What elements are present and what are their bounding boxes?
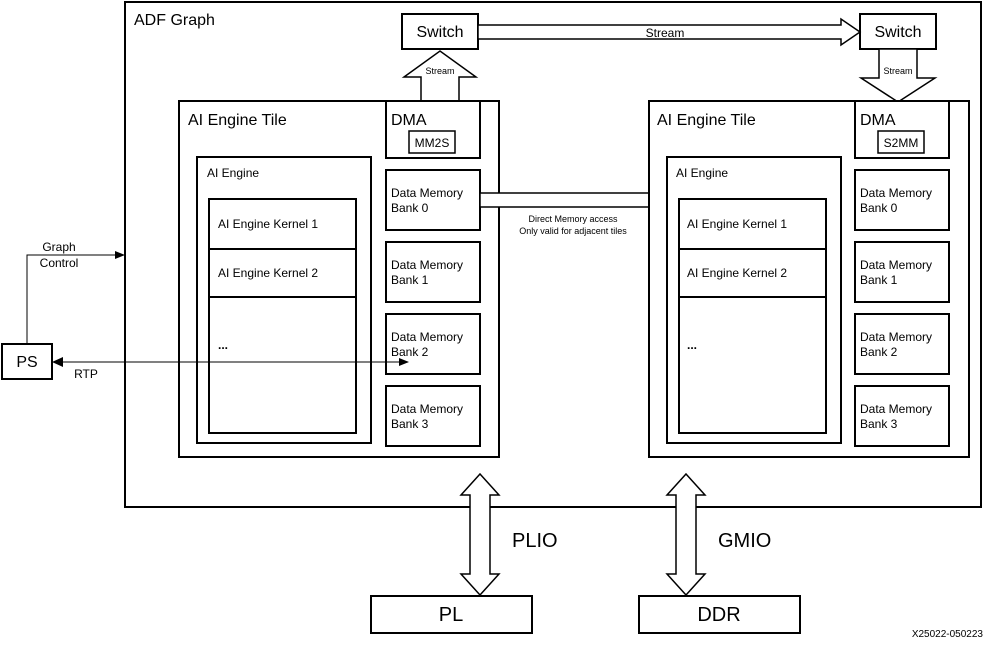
- left-kernel-1-box: [208, 198, 357, 250]
- plio-arrow: [459, 472, 501, 597]
- left-bank-1-box: [385, 241, 481, 303]
- ddr-box: [638, 595, 801, 634]
- rtp-label: RTP: [74, 367, 98, 381]
- left-dma-mode-box: [408, 130, 456, 154]
- right-bank-2-line1: Data Memory: [860, 330, 932, 344]
- pl-label: PL: [439, 604, 463, 626]
- left-stream-arrow: [401, 50, 479, 102]
- left-switch-box: [401, 13, 479, 50]
- left-bank-2-line1: Data Memory: [391, 330, 463, 344]
- left-kernel-1-label: AI Engine Kernel 1: [218, 217, 318, 231]
- right-dma-label: DMA: [860, 112, 896, 129]
- left-bank-2-line2: Bank 2: [391, 345, 429, 359]
- right-kernel-2-box: [678, 248, 827, 298]
- left-bank-0-box: [385, 169, 481, 231]
- left-bank-1-line2: Bank 1: [391, 273, 429, 287]
- right-bank-0-line2: Bank 0: [860, 201, 898, 215]
- right-dma-mode-label: S2MM: [884, 136, 919, 150]
- left-bank-3-line1: Data Memory: [391, 402, 463, 416]
- gmio-arrow: [665, 472, 707, 597]
- left-bank-2-box: [385, 313, 481, 375]
- left-bank-3-line2: Bank 3: [391, 417, 429, 431]
- right-bank-0-box: [854, 169, 950, 231]
- plio-label: PLIO: [512, 530, 558, 552]
- right-bank-1-box: [854, 241, 950, 303]
- gmio-label: GMIO: [718, 530, 771, 552]
- graph-control-label-1: Graph: [42, 240, 75, 254]
- right-bank-3-line1: Data Memory: [860, 402, 932, 416]
- ddr-label: DDR: [697, 604, 740, 626]
- rtp-arrowhead-left: [52, 357, 63, 367]
- left-bank-1-line1: Data Memory: [391, 258, 463, 272]
- graph-control-line: [26, 251, 125, 344]
- left-bank-0-line1: Data Memory: [391, 186, 463, 200]
- left-dma-mode-label: MM2S: [415, 136, 450, 150]
- right-bank-2-line2: Bank 2: [860, 345, 898, 359]
- right-kernel-1-box: [678, 198, 827, 250]
- right-ai-engine-label: AI Engine: [676, 166, 728, 180]
- left-bank-0-line2: Bank 0: [391, 201, 429, 215]
- left-stream-label: Stream: [425, 66, 454, 76]
- left-switch-label: Switch: [416, 24, 463, 41]
- left-kernel-2-label: AI Engine Kernel 2: [218, 266, 318, 280]
- right-bank-1-line1: Data Memory: [860, 258, 932, 272]
- right-kernel-2-label: AI Engine Kernel 2: [687, 266, 787, 280]
- left-kernel-more-box: [208, 296, 357, 434]
- ps-box: [1, 343, 53, 380]
- left-ai-engine-label: AI Engine: [207, 166, 259, 180]
- left-dma-label: DMA: [391, 112, 427, 129]
- switch-stream-arrow: [477, 17, 862, 47]
- ps-label: PS: [16, 354, 37, 371]
- right-bank-2-box: [854, 313, 950, 375]
- graph-control-label-2: Control: [40, 256, 79, 270]
- right-kernel-more-label: ...: [687, 338, 697, 352]
- right-bank-0-line1: Data Memory: [860, 186, 932, 200]
- switch-stream-label: Stream: [646, 26, 685, 40]
- right-bank-3-line2: Bank 3: [860, 417, 898, 431]
- dma-access-line1: Direct Memory access: [528, 214, 618, 224]
- adf-graph-title: ADF Graph: [134, 12, 215, 29]
- dma-access-line2: Only valid for adjacent tiles: [519, 226, 627, 236]
- right-kernel-1-label: AI Engine Kernel 1: [687, 217, 787, 231]
- left-tile-title: AI Engine Tile: [188, 112, 287, 129]
- right-kernel-more-box: [678, 296, 827, 434]
- left-bank-3-box: [385, 385, 481, 447]
- right-bank-1-line2: Bank 1: [860, 273, 898, 287]
- right-stream-arrow: [858, 48, 938, 103]
- left-kernel-more-label: ...: [218, 338, 228, 352]
- figure-id: X25022-050223: [912, 629, 984, 640]
- right-stream-label: Stream: [883, 66, 912, 76]
- pl-box: [370, 595, 533, 634]
- right-dma-mode-box: [877, 130, 925, 154]
- right-switch-label: Switch: [874, 24, 921, 41]
- right-tile-title: AI Engine Tile: [657, 112, 756, 129]
- right-bank-3-box: [854, 385, 950, 447]
